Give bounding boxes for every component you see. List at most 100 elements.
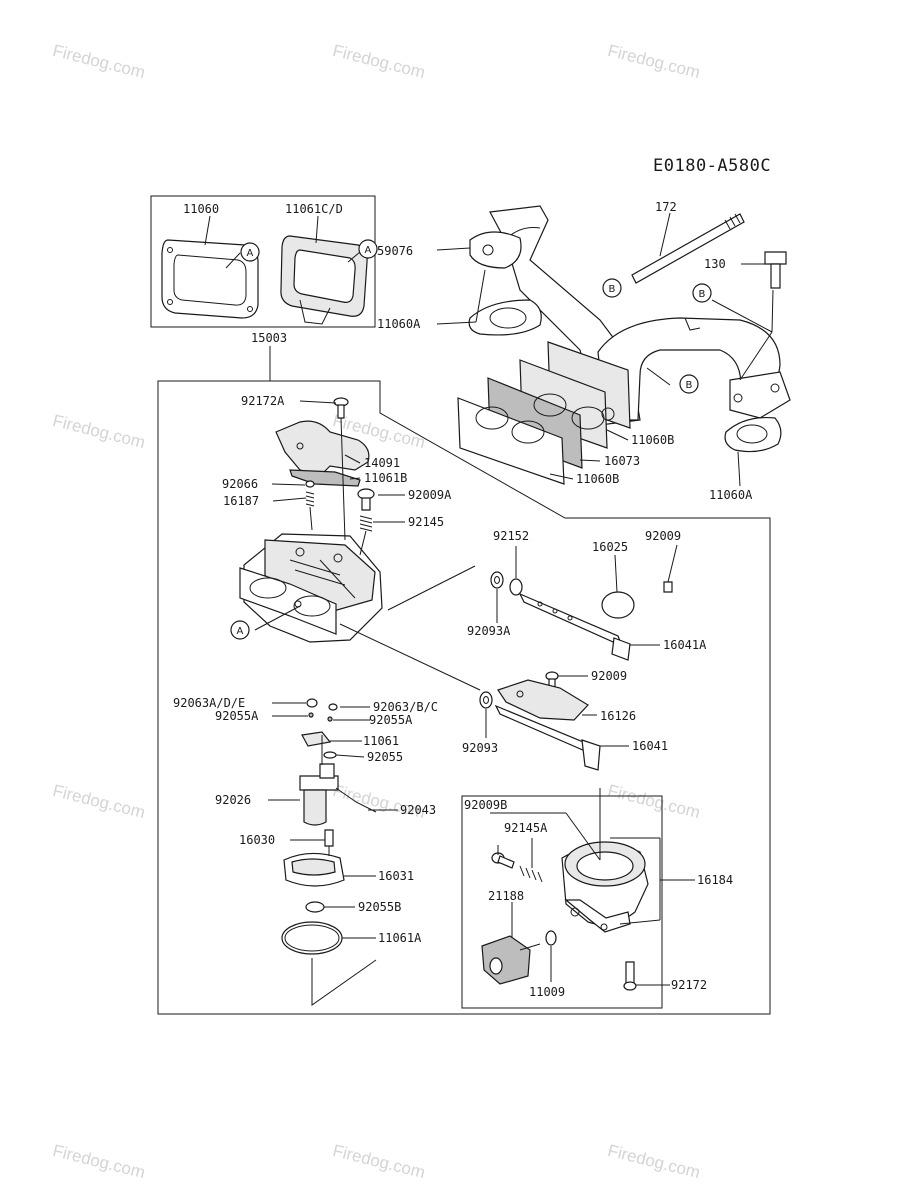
shaft-16041a-shape — [518, 592, 631, 661]
oring-92055b-shape — [305, 901, 325, 913]
part-label-92009b: 92009B — [464, 798, 507, 812]
part-label-11009: 11009 — [529, 985, 565, 999]
throttle-body-16184-shape — [561, 841, 649, 933]
part-label-92063bc: 92063/B/C — [373, 700, 438, 714]
stud-172-shape — [631, 213, 745, 284]
part-label-16025: 16025 — [592, 540, 628, 554]
leader-line — [579, 459, 601, 462]
part-label-59076: 59076 — [377, 244, 413, 258]
actuator-21188-shape — [481, 935, 541, 985]
svg-text:A: A — [247, 248, 254, 259]
seal-92093a-shape — [490, 571, 504, 589]
leader-line — [225, 252, 241, 269]
watermark-text: Firedog.com — [51, 1141, 147, 1182]
leader-line — [436, 321, 477, 325]
part-label-92145: 92145 — [408, 515, 444, 529]
part-label-92066: 92066 — [222, 477, 258, 491]
leader-line — [475, 269, 486, 323]
leader-line — [359, 530, 367, 556]
gasket-11061b-shape — [289, 469, 361, 487]
leader-line — [335, 754, 365, 758]
part-label-92093: 92093 — [462, 741, 498, 755]
part-label-11061b: 11061B — [364, 471, 407, 485]
assembly-outline — [157, 380, 771, 1015]
marker-a: A — [358, 239, 378, 259]
watermark-text: Firedog.com — [331, 1141, 427, 1182]
watermark-text: Firedog.com — [51, 41, 147, 82]
leader-line — [204, 215, 211, 246]
leader-line — [549, 473, 574, 480]
part-label-92009a: 92009A — [408, 488, 452, 502]
part-label-92152: 92152 — [493, 529, 529, 543]
part-label-92009-top: 92009 — [645, 529, 681, 543]
leader-line — [614, 554, 618, 593]
part-label-16184: 16184 — [697, 873, 733, 887]
screw-92009-shape — [663, 581, 673, 593]
spring-16187-shape — [305, 480, 315, 507]
oring-92055-shape — [323, 751, 337, 759]
svg-text:B: B — [686, 380, 693, 391]
svg-text:B: B — [609, 284, 616, 295]
leader-line — [347, 251, 361, 263]
wire-92043-shape — [335, 787, 377, 813]
part-label-16126: 16126 — [600, 709, 636, 723]
leader-line — [340, 417, 346, 541]
leader-line — [565, 812, 601, 861]
svg-text:B: B — [699, 289, 706, 300]
watermark-text: Firedog.com — [51, 781, 147, 822]
part-label-14091: 14091 — [364, 456, 400, 470]
leader-line — [771, 289, 774, 333]
leader-line — [659, 212, 671, 257]
leader-line — [619, 919, 661, 925]
watermark-text: Firedog.com — [331, 41, 427, 82]
screw-92009a-shape — [357, 488, 375, 511]
part-label-92172: 92172 — [671, 978, 707, 992]
marker-a: A — [240, 242, 260, 262]
seal-92093-shape — [479, 691, 493, 709]
washer-92152-shape — [509, 578, 523, 596]
carburetor-body-shape — [239, 533, 383, 643]
part-label-92055: 92055 — [367, 750, 403, 764]
leader-line — [315, 215, 319, 244]
manifold-flanges — [457, 341, 631, 485]
jet-92063ade-shape — [306, 698, 318, 708]
leader-line — [739, 331, 773, 381]
part-label-11060a-right: 11060A — [709, 488, 753, 502]
gasket-11061-shape — [301, 731, 332, 747]
leader-line — [299, 400, 337, 404]
part-label-92009-mid: 92009 — [591, 669, 627, 683]
leader-line — [711, 299, 773, 333]
part-label-11061a: 11061A — [378, 931, 422, 945]
leader-line — [271, 483, 306, 486]
leader-line — [254, 605, 301, 631]
float-16031-shape — [283, 852, 345, 887]
bolt-130-shape — [764, 251, 787, 289]
leader-line — [349, 477, 361, 480]
gasket-box — [150, 195, 376, 328]
leader-line — [387, 565, 476, 611]
leader-line — [646, 367, 671, 386]
screw-92009b-shape — [491, 852, 515, 869]
watermark-text: Firedog.com — [51, 411, 147, 452]
part-label-11060b: 11060B — [576, 472, 619, 486]
part-label-92055b: 92055B — [358, 900, 401, 914]
part-label-11061: 11061 — [363, 734, 399, 748]
part-label-92055a-left: 92055A — [215, 709, 259, 723]
marker-b: B — [602, 278, 622, 298]
screw-92172a-shape — [333, 397, 349, 419]
leader-line — [339, 623, 481, 691]
part-label-11060: 11060 — [183, 202, 219, 216]
jet-16030-shape — [324, 829, 334, 847]
part-label-16041: 16041 — [632, 739, 668, 753]
marker-b: B — [692, 283, 712, 303]
marker-a: A — [230, 620, 250, 640]
part-label-16073: 16073 — [604, 454, 640, 468]
part-label-16031: 16031 — [378, 869, 414, 883]
svg-text:A: A — [237, 626, 244, 637]
leader-line — [436, 247, 471, 251]
part-label-21188: 21188 — [488, 889, 524, 903]
watermark-text: Firedog.com — [606, 781, 702, 822]
throttle-body-box — [461, 795, 663, 1009]
spring-92145-shape — [359, 515, 373, 532]
